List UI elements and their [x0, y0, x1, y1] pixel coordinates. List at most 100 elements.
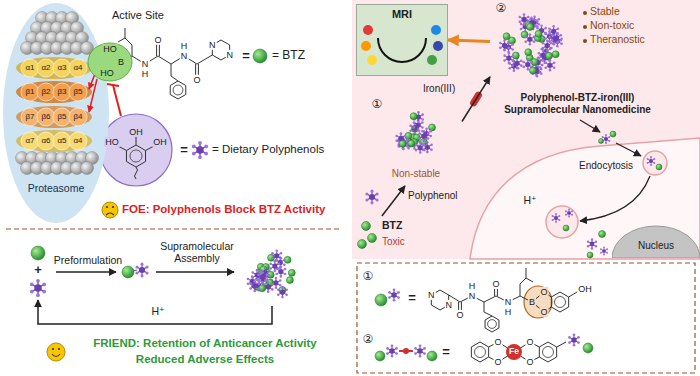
polyphenol-tip — [370, 190, 373, 193]
polyphenol-tip — [418, 137, 421, 140]
polyphenol-tip — [571, 210, 573, 212]
polyphenol-tip — [258, 282, 261, 285]
bond — [171, 64, 172, 76]
polyphenol-tip — [542, 59, 545, 62]
polyphenol-tip — [553, 66, 556, 69]
polyphenol-icon — [418, 130, 429, 142]
active-site — [88, 43, 132, 81]
polyphenol-icon — [544, 59, 555, 71]
preformulation-arrow — [56, 271, 116, 273]
polyphenol-core — [254, 272, 259, 277]
polyphenol-core — [280, 290, 285, 295]
polyphenol-tip — [42, 290, 46, 294]
equals-sign: = — [442, 345, 450, 360]
polyphenol-icon — [552, 213, 561, 223]
polyphenol-tip — [600, 248, 602, 250]
polyphenol-icon — [568, 333, 580, 346]
subunit — [21, 108, 39, 126]
polyphenol-tip — [552, 25, 555, 28]
atom-label: N — [468, 291, 477, 301]
polyphenol-tip — [542, 49, 545, 52]
polyphenol-tip — [573, 344, 576, 347]
polyphenol-core — [604, 137, 608, 141]
atom-label: N — [444, 300, 453, 310]
bond — [125, 28, 126, 38]
polyphenol-tip — [568, 341, 571, 344]
polyphenol-tip — [511, 48, 514, 51]
polyphenol-tip — [386, 347, 389, 350]
polyphenol-tip — [548, 40, 551, 43]
polyphenol-core — [252, 284, 257, 289]
bond — [125, 38, 132, 45]
polyphenol-tip — [421, 126, 424, 129]
polyphenol-tip — [503, 54, 506, 57]
polyphenol-core — [545, 43, 550, 48]
polyphenol-tip — [271, 257, 274, 260]
polyphenol-icon — [260, 267, 271, 279]
node-text: Toxic — [382, 236, 405, 248]
polyphenol-core — [260, 275, 265, 280]
btz-dot — [525, 49, 532, 56]
btz-dot — [563, 225, 569, 231]
polyphenol-tip — [529, 33, 532, 36]
polyphenol-tip — [430, 144, 433, 147]
polyphenol-tip — [414, 352, 417, 355]
dashed-divider — [6, 228, 342, 229]
polyphenol-tip — [253, 290, 256, 293]
polyphenol-icon — [388, 288, 400, 301]
btz-dot — [408, 140, 415, 147]
equals-sign: = — [180, 143, 188, 158]
nonstable-particle: Non-stable — [370, 100, 462, 186]
polyphenol-tip — [605, 134, 607, 136]
polyphenol-tip — [419, 355, 422, 358]
legend-text: = Dietary Polyphenols — [212, 143, 324, 156]
polyphenol-tip — [544, 37, 547, 40]
polyphenol-tip — [391, 344, 394, 347]
atom-label: O — [493, 337, 502, 347]
polyphenol-tip — [568, 336, 571, 339]
polyphenol-tip — [284, 273, 287, 276]
polyphenol-tip — [565, 214, 567, 216]
polyphenol-tip — [271, 252, 274, 255]
mri-dot — [367, 55, 377, 65]
connector-arrow — [382, 186, 405, 216]
subunit — [69, 132, 87, 150]
polyphenol-tip — [520, 64, 523, 67]
polyphenol-tip — [140, 274, 143, 277]
polyphenol-tip — [499, 42, 502, 45]
polyphenol-tip — [539, 66, 542, 69]
polyphenol-tip — [395, 135, 398, 138]
mri-box: MRI — [356, 4, 448, 76]
polyphenol-tip — [556, 45, 559, 48]
polyphenol-tip — [542, 42, 545, 45]
ring — [485, 316, 499, 332]
subunit-label: α7 — [25, 136, 34, 145]
btz-dot — [31, 246, 45, 260]
step-number: ① — [372, 98, 383, 112]
binding-arrow — [89, 75, 94, 89]
polyphenol-icon — [414, 344, 426, 357]
polyphenol-tip — [415, 149, 418, 152]
polyphenol-tip — [533, 16, 536, 19]
btz-dot — [521, 31, 528, 38]
polyphenol-tip — [423, 352, 426, 355]
atom-label: OH — [128, 127, 144, 137]
polyphenol-tip — [537, 56, 540, 59]
polyphenol-tip — [417, 111, 420, 114]
polyphenol-tip — [274, 270, 277, 273]
polyphenol-tip — [534, 24, 537, 27]
ring — [539, 342, 556, 362]
connector-arrow — [448, 40, 490, 42]
polyphenol-tip — [523, 13, 526, 16]
btz-dot — [286, 277, 293, 284]
polyphenol-tip — [587, 241, 589, 243]
polyphenol-tip — [606, 248, 608, 250]
polyphenol-tip — [520, 23, 523, 26]
polyphenol-tip — [419, 142, 422, 145]
bond — [118, 38, 125, 42]
polyphenol-tip — [275, 273, 278, 276]
mri-panel — [357, 5, 448, 76]
smile-face — [47, 343, 65, 361]
polyphenol-tip — [249, 282, 252, 285]
